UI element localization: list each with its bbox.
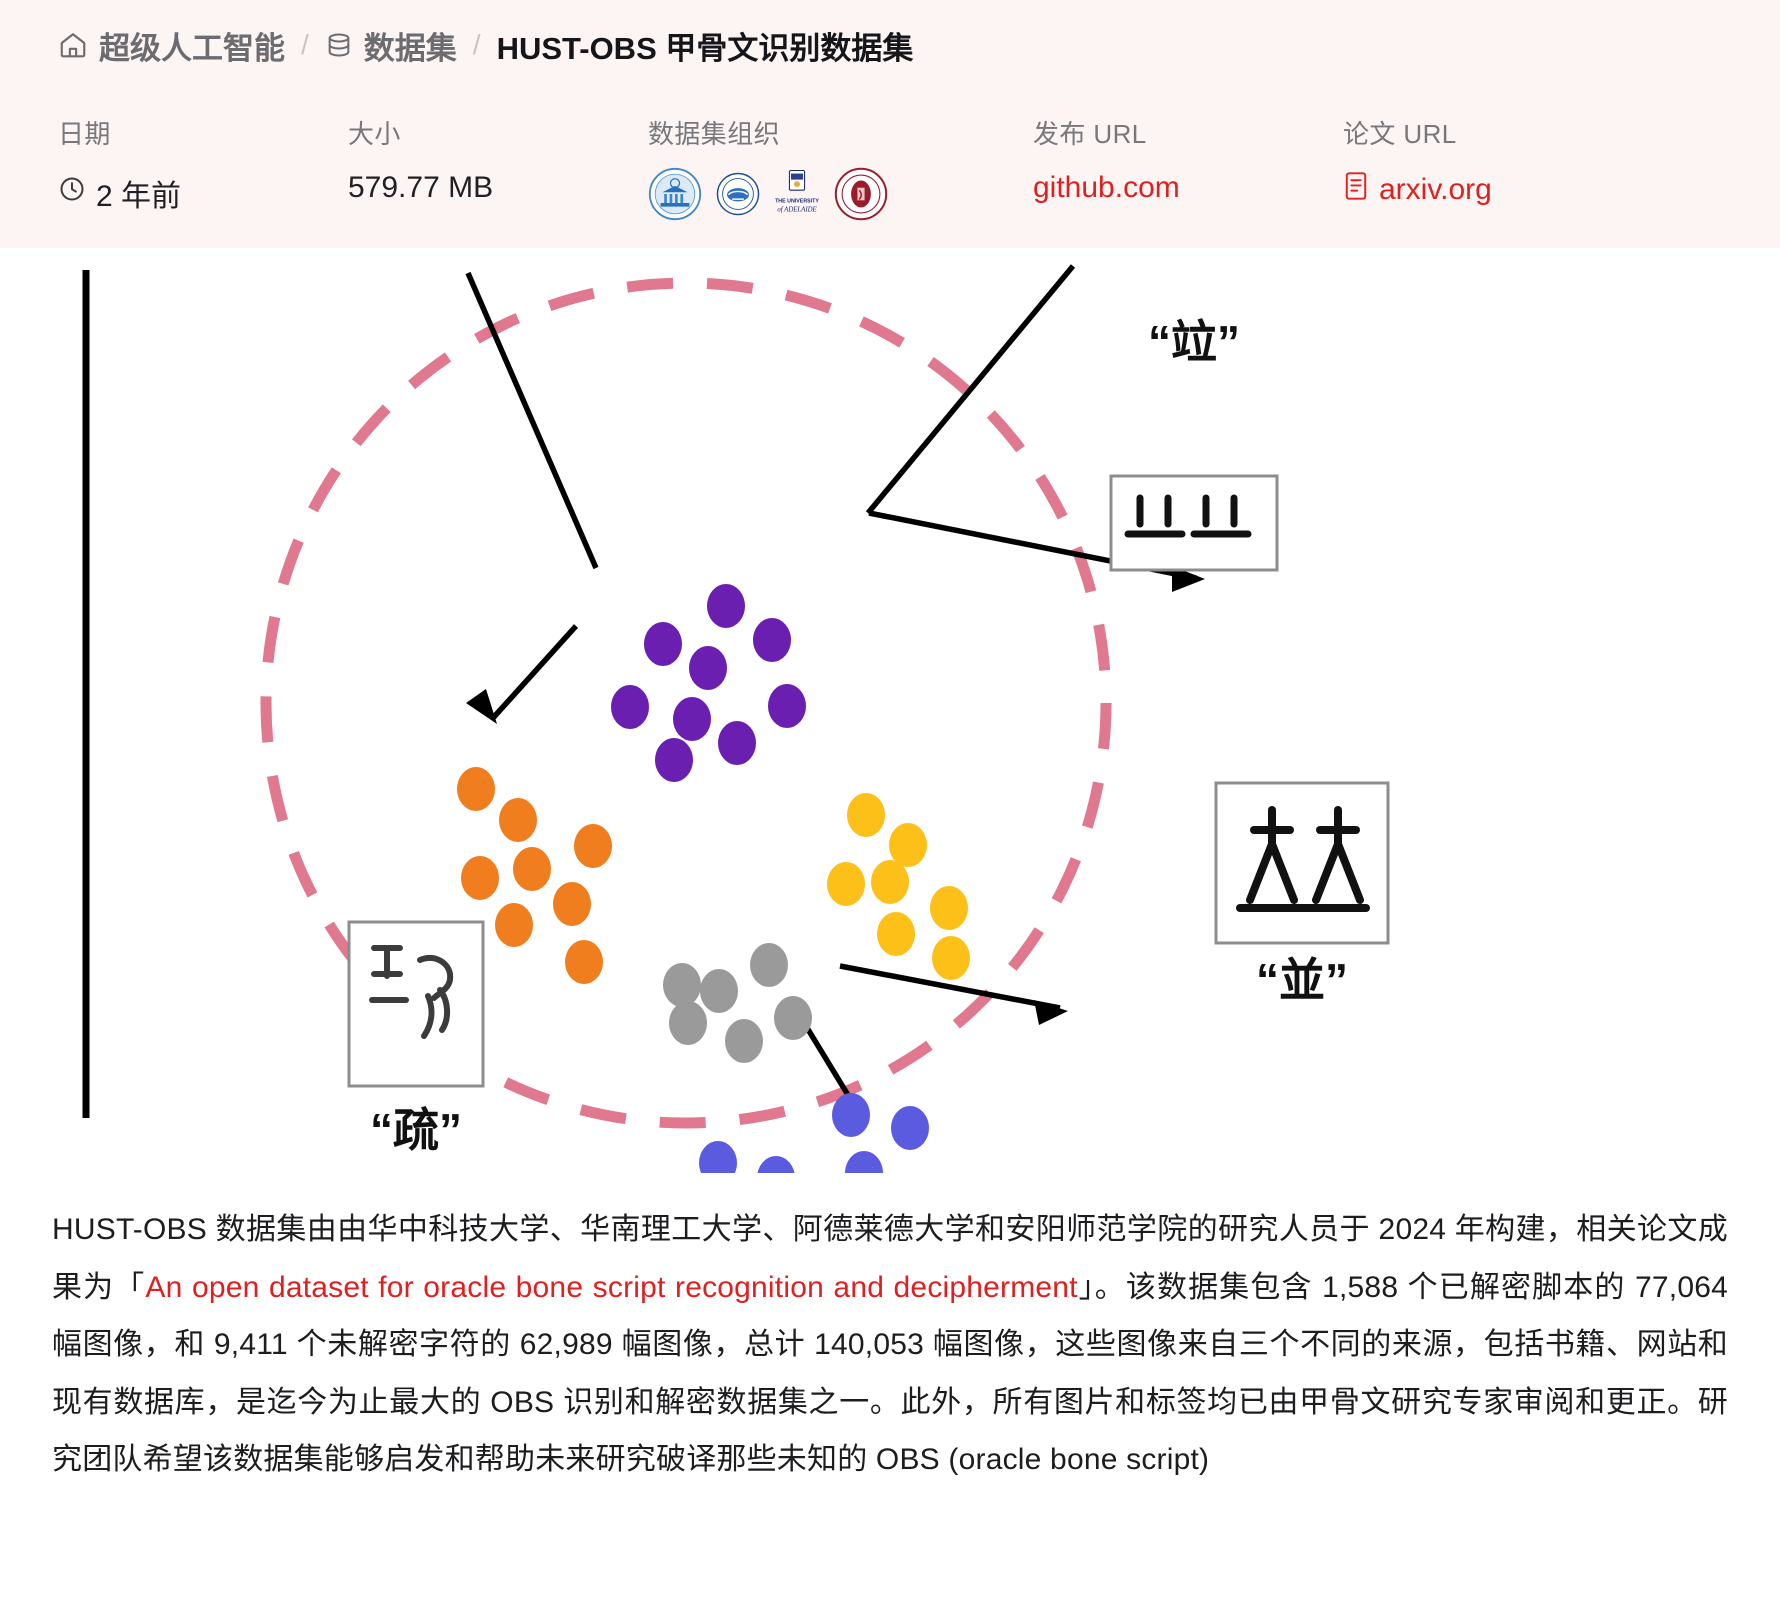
breadcrumb: 超级人工智能 / 数据集 / HUST-OBS 甲骨文识别数据集 — [58, 18, 1722, 72]
dataset-header: 超级人工智能 / 数据集 / HUST-OBS 甲骨文识别数据集 日期 — [0, 0, 1780, 248]
release-url-value: github.com — [1033, 171, 1180, 204]
meta-date-value-wrap: 2 年前 — [58, 171, 348, 215]
callout-leader-lines — [465, 264, 1197, 1120]
meta-org: 数据集组织 — [648, 114, 1033, 226]
callout-bing-label: “並” — [1256, 954, 1348, 1006]
meta-date-label: 日期 — [58, 119, 111, 149]
org-logo-strip: THE UNIVERSITY of ADELAIDE — [648, 167, 1033, 226]
breadcrumb-item-current: HUST-OBS 甲骨文识别数据集 — [497, 23, 914, 68]
meta-release-url: 发布 URL github.com — [1033, 114, 1343, 205]
callout-shu — [347, 920, 485, 1088]
grey-cluster — [663, 943, 812, 1063]
description-suffix: 」。该数据集包含 1,588 个已解密脚本的 77,064 幅图像，和 9,41… — [52, 1270, 1728, 1477]
callout-arrow-heads — [466, 566, 1205, 1025]
paper-title-link[interactable]: An open dataset for oracle bone script r… — [145, 1270, 1078, 1304]
paper-url-value: arxiv.org — [1379, 173, 1492, 206]
breadcrumb-separator-2: / — [472, 29, 481, 60]
meta-size-label: 大小 — [348, 119, 401, 149]
breadcrumb-item-home[interactable]: 超级人工智能 — [58, 23, 285, 68]
dataset-meta-row: 日期 2 年前 大小 579.77 MB 数据集组织 — [58, 114, 1722, 226]
obs-cluster-scatter-figure: “疏” “竝” “並” — [0, 248, 1780, 1173]
breadcrumb-item-datasets[interactable]: 数据集 — [325, 23, 457, 68]
release-url-link[interactable]: github.com — [1033, 171, 1343, 205]
figure-svg: “疏” “竝” “並” — [0, 248, 1780, 1173]
blue-cluster — [699, 1093, 929, 1173]
meta-size-value: 579.77 MB — [348, 171, 494, 204]
meta-size: 大小 579.77 MB — [348, 114, 648, 205]
doc-icon — [1343, 171, 1369, 209]
callout-li-label: “竝” — [1148, 316, 1240, 368]
callout-li — [1109, 474, 1279, 572]
svg-text:THE UNIVERSITY: THE UNIVERSITY — [775, 198, 819, 204]
meta-release-url-label: 发布 URL — [1033, 119, 1147, 149]
meta-org-label: 数据集组织 — [648, 119, 781, 149]
clock-icon — [58, 175, 86, 211]
huazhong-university-logo[interactable] — [648, 167, 702, 226]
orange-cluster — [457, 767, 612, 984]
breadcrumb-separator-1: / — [301, 29, 309, 60]
page-title: HUST-OBS 甲骨文识别数据集 — [496, 30, 914, 66]
meta-date-value: 2 年前 — [96, 180, 182, 213]
dataset-description: HUST-OBS 数据集由由华中科技大学、华南理工大学、阿德莱德大学和安阳师范学… — [0, 1173, 1780, 1489]
purple-cluster — [611, 584, 806, 782]
university-of-adelaide-logo[interactable]: THE UNIVERSITY of ADELAIDE — [774, 169, 820, 224]
breadcrumb-item-datasets-label: 数据集 — [363, 30, 457, 66]
database-icon — [325, 31, 353, 59]
cluster-boundary-circle — [260, 277, 1112, 1129]
paper-url-link[interactable]: arxiv.org — [1343, 171, 1673, 209]
callout-shu-label: “疏” — [370, 1104, 462, 1156]
meta-paper-url-label: 论文 URL — [1343, 119, 1457, 149]
meta-paper-url: 论文 URL arxiv.org — [1343, 114, 1673, 209]
meta-date: 日期 2 年前 — [58, 114, 348, 215]
home-icon — [58, 30, 88, 60]
south-china-university-logo[interactable] — [716, 172, 760, 221]
svg-text:of ADELAIDE: of ADELAIDE — [777, 206, 817, 213]
anyang-normal-university-logo[interactable] — [834, 167, 888, 226]
figure-canvas: “疏” “竝” “並” — [0, 248, 1780, 1173]
description-prefix: HUST-OBS 数据集由由华中科技大学、华南理工大学、阿德莱德大学和安阳师范学… — [52, 1213, 1728, 1304]
yellow-cluster — [827, 793, 970, 980]
callout-bing — [1214, 781, 1390, 945]
breadcrumb-item-home-label: 超级人工智能 — [99, 30, 285, 66]
